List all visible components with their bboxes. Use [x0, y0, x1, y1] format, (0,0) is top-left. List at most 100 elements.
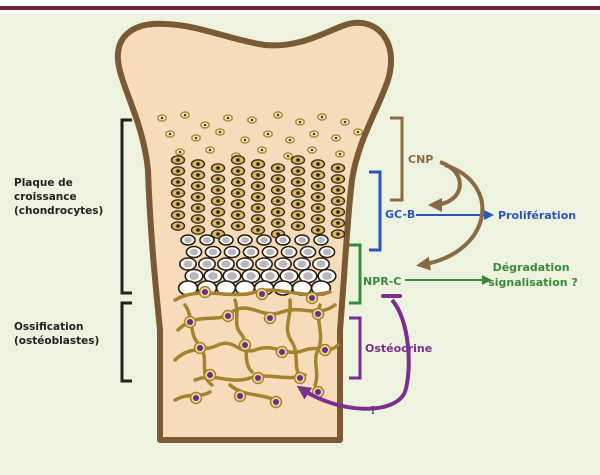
- osteocrine-feedback-arrow-icon: [296, 385, 407, 411]
- chondrocyte-nucleus: [256, 173, 260, 177]
- osteoblast-nucleus: [255, 375, 261, 381]
- chondrocyte-nucleus: [296, 224, 300, 228]
- chondrocyte-nucleus: [203, 123, 207, 127]
- chondrocyte-nucleus: [286, 154, 290, 158]
- chondrocyte-nucleus: [298, 120, 302, 124]
- chondrocyte-nucleus: [260, 148, 264, 152]
- chondrocyte-nucleus: [296, 158, 300, 162]
- osteocrine-label: Ostéocrine: [365, 342, 432, 355]
- chondrocyte-nucleus: [246, 272, 256, 280]
- osteoblast-nucleus: [315, 389, 321, 395]
- chondrocyte-nucleus: [226, 116, 230, 120]
- gcb-label: GC-B: [385, 208, 415, 221]
- chondrocyte-nucleus: [208, 248, 218, 256]
- chondrocyte-nucleus: [276, 232, 280, 236]
- chondrocyte-nucleus: [297, 260, 307, 268]
- growth-plate-line-2: croissance: [14, 191, 77, 203]
- cnp-to-nprc-arrow-icon: [416, 163, 485, 271]
- osteoblast-nucleus: [279, 349, 285, 355]
- chondrocyte-nucleus: [316, 195, 320, 199]
- growth-plate-bracket: [120, 118, 132, 295]
- osteoblast-nucleus: [273, 399, 279, 405]
- chondrocyte-nucleus: [208, 148, 212, 152]
- chondrocyte-nucleus: [316, 217, 320, 221]
- osteoblast-nucleus: [207, 372, 213, 378]
- chondrocyte-nucleus: [246, 248, 256, 256]
- chondrocyte-nucleus: [336, 188, 340, 192]
- chondrocyte-nucleus: [276, 113, 280, 117]
- ossification-line-2: (ostéoblastes): [14, 335, 99, 347]
- ossification-label: Ossification (ostéoblastes): [14, 321, 99, 347]
- chondrocyte-nucleus: [334, 136, 338, 140]
- chondrocyte-nucleus: [176, 202, 180, 206]
- chondrocyte-nucleus: [298, 237, 306, 243]
- chondrocyte-nucleus: [236, 169, 240, 173]
- chondrocyte-nucleus: [336, 232, 340, 236]
- chondrocyte-nucleus: [203, 237, 211, 243]
- chondrocyte-nucleus: [176, 180, 180, 184]
- chondrocyte-nucleus: [184, 237, 192, 243]
- chondrocyte-nucleus: [316, 260, 326, 268]
- chondrocyte-nucleus: [279, 237, 287, 243]
- chondrocyte-nucleus: [202, 260, 212, 268]
- chondrocyte-nucleus: [240, 260, 250, 268]
- degradation-line-1: Dégradation: [493, 261, 570, 274]
- osteoblast-nucleus: [237, 393, 243, 399]
- chondrocyte-nucleus: [303, 248, 313, 256]
- chondrocyte-nucleus: [216, 199, 220, 203]
- chondrocyte-nucleus: [256, 206, 260, 210]
- chondrocyte-nucleus: [183, 260, 193, 268]
- chondrocyte-nucleus: [316, 228, 320, 232]
- chondrocyte-nucleus: [256, 195, 260, 199]
- osteoblast-nucleus: [187, 319, 193, 325]
- chondrocyte-nucleus: [316, 173, 320, 177]
- chondrocyte-nucleus: [276, 177, 280, 181]
- chondrocyte-nucleus: [216, 232, 220, 236]
- chondrocyte-nucleus: [276, 210, 280, 214]
- chondrocyte-nucleus: [236, 202, 240, 206]
- chondrocyte-nucleus: [338, 152, 342, 156]
- chondrocyte-nucleus: [176, 158, 180, 162]
- chondrocyte-nucleus: [336, 199, 340, 203]
- chondrocyte-nucleus: [194, 136, 198, 140]
- chondrocyte-nucleus: [296, 180, 300, 184]
- osteoblast-nucleus: [309, 295, 315, 301]
- chondrocyte-nucleus: [216, 177, 220, 181]
- chondrocyte-nucleus: [221, 260, 231, 268]
- chondrocyte-nucleus: [241, 237, 249, 243]
- growth-plate-label: Plaque de croissance (chondrocytes): [14, 177, 103, 217]
- chondrocyte-nucleus: [284, 248, 294, 256]
- growth-plate-line-3: (chondrocytes): [14, 205, 103, 217]
- chondrocyte-nucleus: [168, 132, 172, 136]
- chondrocyte-nucleus: [276, 221, 280, 225]
- chondrocyte-nucleus: [236, 158, 240, 162]
- chondrocyte-nucleus: [265, 248, 275, 256]
- chondrocyte-nucleus: [160, 116, 164, 120]
- chondrocyte-nucleus: [356, 130, 360, 134]
- chondrocyte-nucleus: [265, 272, 275, 280]
- chondrocyte-nucleus: [216, 221, 220, 225]
- chondrocyte-nucleus: [216, 188, 220, 192]
- chondrocyte-nucleus: [322, 248, 332, 256]
- chondrocyte-nucleus: [236, 180, 240, 184]
- chondrocyte-nucleus: [189, 248, 199, 256]
- osteoblast-nucleus: [267, 315, 273, 321]
- chondrocyte-nucleus: [284, 272, 294, 280]
- chondrocyte-nucleus: [208, 272, 218, 280]
- chondrocyte-nucleus: [189, 272, 199, 280]
- nprc-label: NPR-C: [363, 275, 401, 288]
- ossification-bracket: [120, 301, 132, 383]
- chondrocyte-nucleus: [260, 237, 268, 243]
- chondrocyte-nucleus: [218, 130, 222, 134]
- chondrocyte-nucleus: [178, 150, 182, 154]
- chondrocyte-nucleus: [296, 213, 300, 217]
- chondrocyte-nucleus: [176, 213, 180, 217]
- chondrocyte-nucleus: [256, 162, 260, 166]
- chondrocyte-nucleus: [310, 148, 314, 152]
- osteoblast-nucleus: [242, 342, 248, 348]
- chondrocyte-nucleus: [336, 210, 340, 214]
- chondrocyte-nucleus: [176, 191, 180, 195]
- chondrocyte-nucleus: [250, 118, 254, 122]
- osteoblast-nucleus: [225, 313, 231, 319]
